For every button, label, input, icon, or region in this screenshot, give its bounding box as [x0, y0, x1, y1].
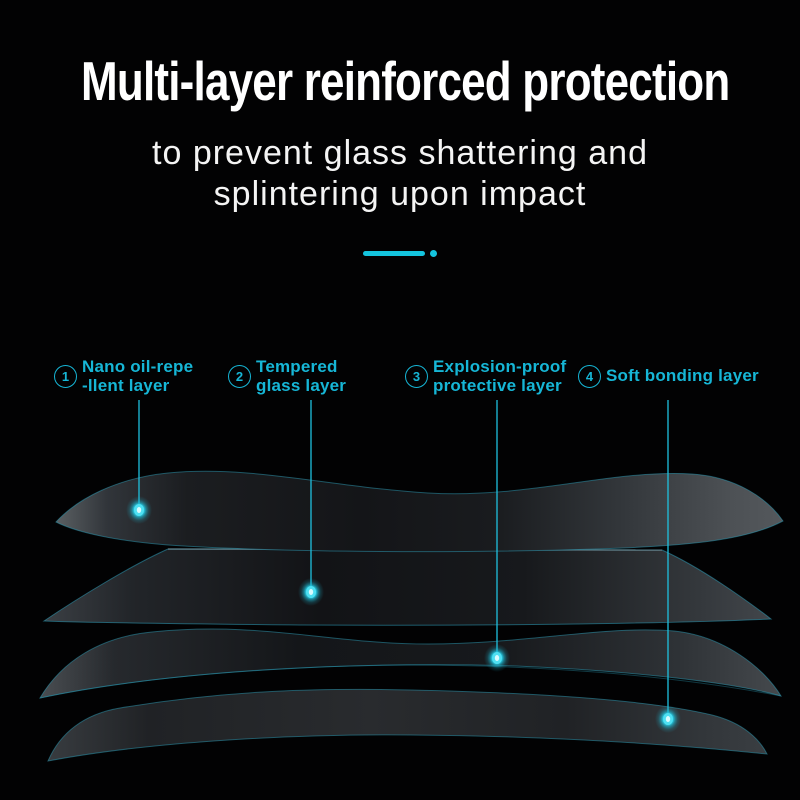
layer-label-2: 2 Tempered glass layer	[228, 354, 346, 398]
page-title: Multi-layer reinforced protection	[0, 50, 800, 112]
layer-label-1: 1 Nano oil-repe -llent layer	[54, 354, 193, 398]
layer-label-4: 4 Soft bonding layer	[578, 354, 759, 398]
layer-2-label-line2: glass layer	[256, 376, 347, 395]
layer-marker-dot-1	[126, 496, 152, 524]
subtitle-line-1: to prevent glass shattering and	[152, 134, 648, 172]
page-title-text: Multi-layer reinforced protection	[81, 50, 730, 112]
circled-number-1-icon: 1	[54, 364, 77, 388]
layer-4-label-line1: Soft bonding layer	[606, 366, 759, 386]
layer-label-3: 3 Explosion-proof protective layer	[405, 354, 566, 398]
page-subtitle: to prevent glass shattering and splinter…	[0, 133, 800, 215]
glass-sheet-2	[42, 548, 773, 626]
circled-number-2-icon: 2	[228, 364, 251, 388]
layer-marker-dot-4	[655, 705, 681, 733]
circled-number-3-icon: 3	[405, 364, 428, 388]
layer-marker-dot-3	[484, 644, 510, 672]
layer-3-label-line1: Explosion-proof	[433, 356, 567, 376]
layer-marker-dot-2	[298, 578, 324, 606]
glass-sheet-3	[38, 628, 783, 699]
layer-3-label-line2: protective layer	[433, 376, 562, 395]
subtitle-line-2: splintering upon impact	[213, 175, 587, 213]
layer-1-label-line2: -llent layer	[82, 376, 170, 395]
divider-bar	[363, 251, 425, 256]
circled-number-4-icon: 4	[578, 364, 601, 388]
divider-dot-icon	[430, 250, 437, 257]
glass-sheet-1	[55, 470, 784, 553]
layer-2-label-line1: Tempered	[256, 356, 338, 376]
divider	[363, 250, 437, 257]
glass-sheet-3-inner-edge	[39, 664, 782, 699]
layer-1-label-line1: Nano oil-repe	[82, 356, 194, 376]
glass-sheet-4	[47, 688, 768, 762]
